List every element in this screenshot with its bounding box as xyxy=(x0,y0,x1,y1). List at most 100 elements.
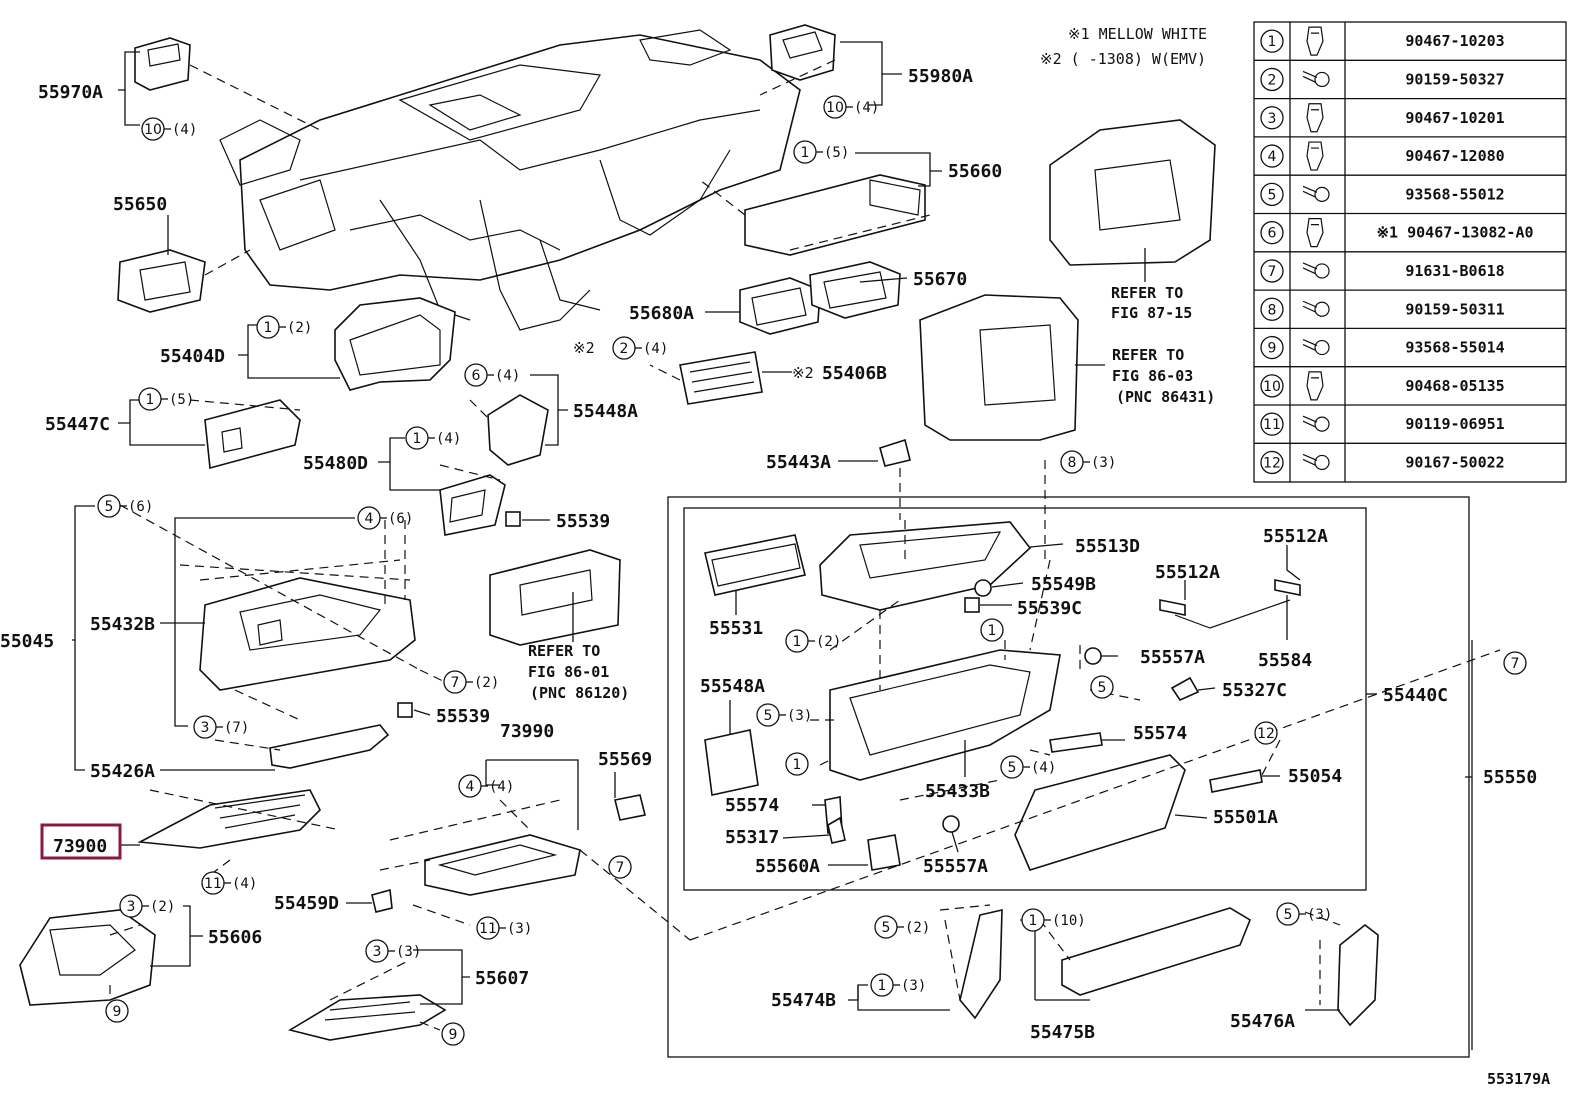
fastener-number-circle xyxy=(1260,220,1284,245)
label-55512A-left[interactable]: 55512A xyxy=(1155,562,1220,583)
label-55475B[interactable]: 55475B xyxy=(1030,1022,1095,1043)
fastener-part-number[interactable]: 93568-55012 xyxy=(1405,185,1504,203)
fastener-part-number[interactable]: 90167-50022 xyxy=(1405,453,1504,471)
callout-c1_4: 1(4) xyxy=(405,426,461,450)
callout-number: 6 xyxy=(472,368,481,384)
callout-c3_2: 3(2) xyxy=(119,894,175,918)
label-55327C[interactable]: 55327C xyxy=(1222,680,1287,701)
part-55650-drawing xyxy=(117,249,206,313)
callout-c1_2b: 1(2) xyxy=(785,629,841,653)
label-55607[interactable]: 55607 xyxy=(475,968,529,989)
note-mellow-white: ※1 MELLOW WHITE xyxy=(1068,25,1207,43)
callout-circle xyxy=(1090,675,1114,699)
callout-s5: 5 xyxy=(1090,675,1114,699)
fastener-number: 8 xyxy=(1268,302,1277,318)
part-55443A-drawing xyxy=(879,438,911,467)
label-55548A[interactable]: 55548A xyxy=(700,676,765,697)
label-55650[interactable]: 55650 xyxy=(113,194,167,215)
label-55569[interactable]: 55569 xyxy=(598,749,652,770)
fastener-part-number[interactable]: 93568-55014 xyxy=(1405,339,1504,357)
callout-number: 1 xyxy=(878,978,887,994)
label-55574-left[interactable]: 55574 xyxy=(725,795,779,816)
label-55317[interactable]: 55317 xyxy=(725,827,779,848)
label-55432B[interactable]: 55432B xyxy=(90,614,155,635)
part-55557A-upper-drawing xyxy=(1084,647,1102,665)
dashboard-panel-drawing xyxy=(219,29,801,331)
refer-fig-87-15[interactable]: FIG 87-15 xyxy=(1111,304,1192,322)
glove-box-inner-frame xyxy=(683,507,1367,891)
callout-c10a: 10(4) xyxy=(141,117,197,141)
label-55474B[interactable]: 55474B xyxy=(771,990,836,1011)
callout-number: 8 xyxy=(1068,455,1077,471)
screw-icon xyxy=(1302,262,1330,279)
leader-lines xyxy=(72,41,1473,1050)
label-55980A[interactable]: 55980A xyxy=(908,66,973,87)
label-55433B[interactable]: 55433B xyxy=(925,781,990,802)
label-55560A[interactable]: 55560A xyxy=(755,856,820,877)
label-55584[interactable]: 55584 xyxy=(1258,650,1312,671)
fastener-part-number[interactable]: 90467-10203 xyxy=(1405,32,1504,50)
callout-number: 11 xyxy=(204,876,222,892)
label-55539-upper[interactable]: 55539 xyxy=(556,511,610,532)
label-55476A[interactable]: 55476A xyxy=(1230,1011,1295,1032)
label-55539-lower[interactable]: 55539 xyxy=(436,706,490,727)
clip-icon xyxy=(1306,371,1324,401)
fastener-part-number[interactable]: 90467-12080 xyxy=(1405,147,1504,165)
label-55660[interactable]: 55660 xyxy=(948,161,1002,182)
label-55557A-lower[interactable]: 55557A xyxy=(923,856,988,877)
refer-fig-86-03[interactable]: FIG 86-03 xyxy=(1112,367,1193,385)
fastener-part-number[interactable]: 90119-06951 xyxy=(1405,415,1504,433)
part-55501A-drawing xyxy=(1014,754,1186,871)
label-55501A[interactable]: 55501A xyxy=(1213,807,1278,828)
audio-unit-86120-drawing xyxy=(489,549,621,646)
label-73900[interactable]: 73900 xyxy=(53,836,107,857)
label-55513D[interactable]: 55513D xyxy=(1075,536,1140,557)
callout-quantity: (7) xyxy=(224,720,249,736)
label-73990[interactable]: 73990 xyxy=(500,721,554,742)
label-55539C[interactable]: 55539C xyxy=(1017,598,1082,619)
part-55574-right-drawing xyxy=(1049,732,1103,753)
label-55448A[interactable]: 55448A xyxy=(573,401,638,422)
label-55970A[interactable]: 55970A xyxy=(38,82,103,103)
label-55459D[interactable]: 55459D xyxy=(274,893,339,914)
label-55531[interactable]: 55531 xyxy=(709,618,763,639)
label-55054[interactable]: 55054 xyxy=(1288,766,1342,787)
label-55549B[interactable]: 55549B xyxy=(1031,574,1096,595)
refer-fig-86-01[interactable]: FIG 86-01 xyxy=(528,663,609,681)
callout-quantity: (2) xyxy=(905,920,930,936)
fastener-part-number[interactable]: 90468-05135 xyxy=(1405,377,1504,395)
label-55557A-upper[interactable]: 55557A xyxy=(1140,647,1205,668)
label-55406B[interactable]: 55406B xyxy=(822,363,887,384)
label-55550[interactable]: 55550 xyxy=(1483,767,1537,788)
fastener-part-number[interactable]: ※1 90467-13082-A0 xyxy=(1376,224,1533,242)
callout-quantity: (3) xyxy=(507,921,532,937)
label-55680A[interactable]: 55680A xyxy=(629,303,694,324)
fastener-number-circle xyxy=(1260,67,1284,92)
refer-pnc-86431: (PNC 86431) xyxy=(1116,388,1215,406)
label-55512A-right[interactable]: 55512A xyxy=(1263,526,1328,547)
label-55606[interactable]: 55606 xyxy=(208,927,262,948)
label-55440C[interactable]: 55440C xyxy=(1383,685,1448,706)
label-55426A[interactable]: 55426A xyxy=(90,761,155,782)
callout-c1_3: 1(3) xyxy=(870,973,926,997)
label-55045[interactable]: 55045 xyxy=(0,631,54,652)
fastener-part-number[interactable]: 90159-50311 xyxy=(1405,300,1504,318)
fastener-part-number[interactable]: 90159-50327 xyxy=(1405,70,1504,88)
callout-quantity: (6) xyxy=(388,511,413,527)
label-55480D[interactable]: 55480D xyxy=(303,453,368,474)
fastener-part-number[interactable]: 90467-10201 xyxy=(1405,109,1504,127)
label-55574-right[interactable]: 55574 xyxy=(1133,723,1187,744)
label-55670[interactable]: 55670 xyxy=(913,269,967,290)
label-55404D[interactable]: 55404D xyxy=(160,346,225,367)
callout-number: 7 xyxy=(1511,656,1520,672)
label-55447C[interactable]: 55447C xyxy=(45,414,110,435)
callout-c11_3: 11(3) xyxy=(476,916,532,940)
callout-c2_4: 2(4) xyxy=(612,336,668,360)
callout-number: 5 xyxy=(105,499,114,515)
callout-number: 1 xyxy=(413,431,422,447)
refer-to-label-87-15: REFER TO xyxy=(1111,284,1183,302)
fastener-part-number[interactable]: 91631-B0618 xyxy=(1405,262,1504,280)
label-55443A[interactable]: 55443A xyxy=(766,452,831,473)
callout-s9b: 9 xyxy=(441,1022,465,1046)
